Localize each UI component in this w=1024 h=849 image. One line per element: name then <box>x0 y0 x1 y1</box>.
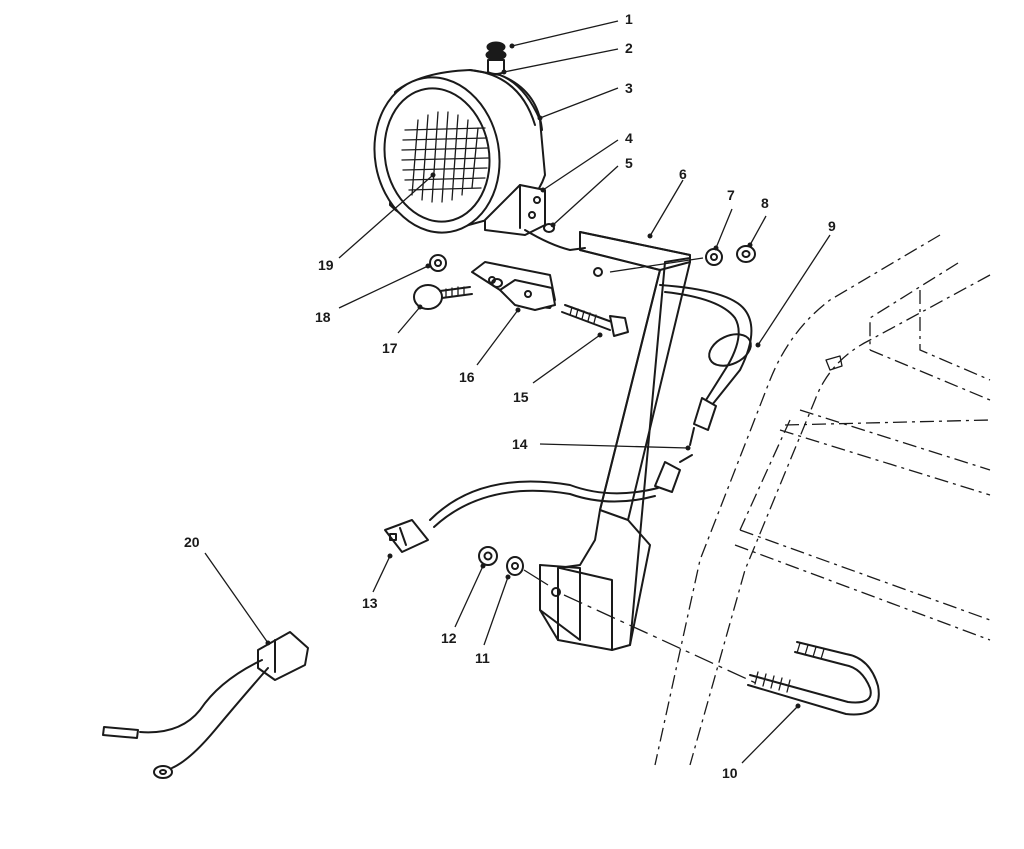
callout-13: 13 <box>362 595 378 611</box>
callout-18: 18 <box>315 309 331 325</box>
callout-1: 1 <box>625 11 633 27</box>
u-bolt <box>563 594 880 716</box>
callout-20: 20 <box>184 534 200 550</box>
callout-15: 15 <box>513 389 529 405</box>
callout-4: 4 <box>625 130 633 146</box>
callout-9: 9 <box>828 218 836 234</box>
callout-14: 14 <box>512 436 528 452</box>
adjustment-knob <box>413 284 473 310</box>
nut-18 <box>429 254 447 272</box>
harness-20 <box>102 631 309 779</box>
cab-outline <box>654 234 991 766</box>
callout-3: 3 <box>625 80 633 96</box>
nut-washer-lower <box>478 546 549 586</box>
lens-grid <box>401 111 489 203</box>
callout-19: 19 <box>318 257 334 273</box>
carriage-bolt <box>561 304 629 337</box>
callout-11: 11 <box>475 650 490 666</box>
leader-lines <box>204 20 831 764</box>
mounting-bracket <box>539 231 691 651</box>
connector-13 <box>384 519 429 553</box>
callout-10: 10 <box>722 765 738 781</box>
callout-6: 6 <box>679 166 687 182</box>
callout-8: 8 <box>761 195 769 211</box>
callout-2: 2 <box>625 40 633 56</box>
callout-12: 12 <box>441 630 457 646</box>
lamp-wiring <box>429 229 753 528</box>
callouts: 1 2 3 4 5 6 7 8 9 10 11 12 13 14 15 16 1… <box>184 11 836 781</box>
lock-washer <box>543 223 555 233</box>
callout-16: 16 <box>459 369 475 385</box>
callout-7: 7 <box>727 187 735 203</box>
nut-washer-top <box>609 245 756 273</box>
lamp-cap <box>485 41 507 75</box>
callout-5: 5 <box>625 155 633 171</box>
pivot-bracket <box>471 261 556 311</box>
callout-17: 17 <box>382 340 398 356</box>
